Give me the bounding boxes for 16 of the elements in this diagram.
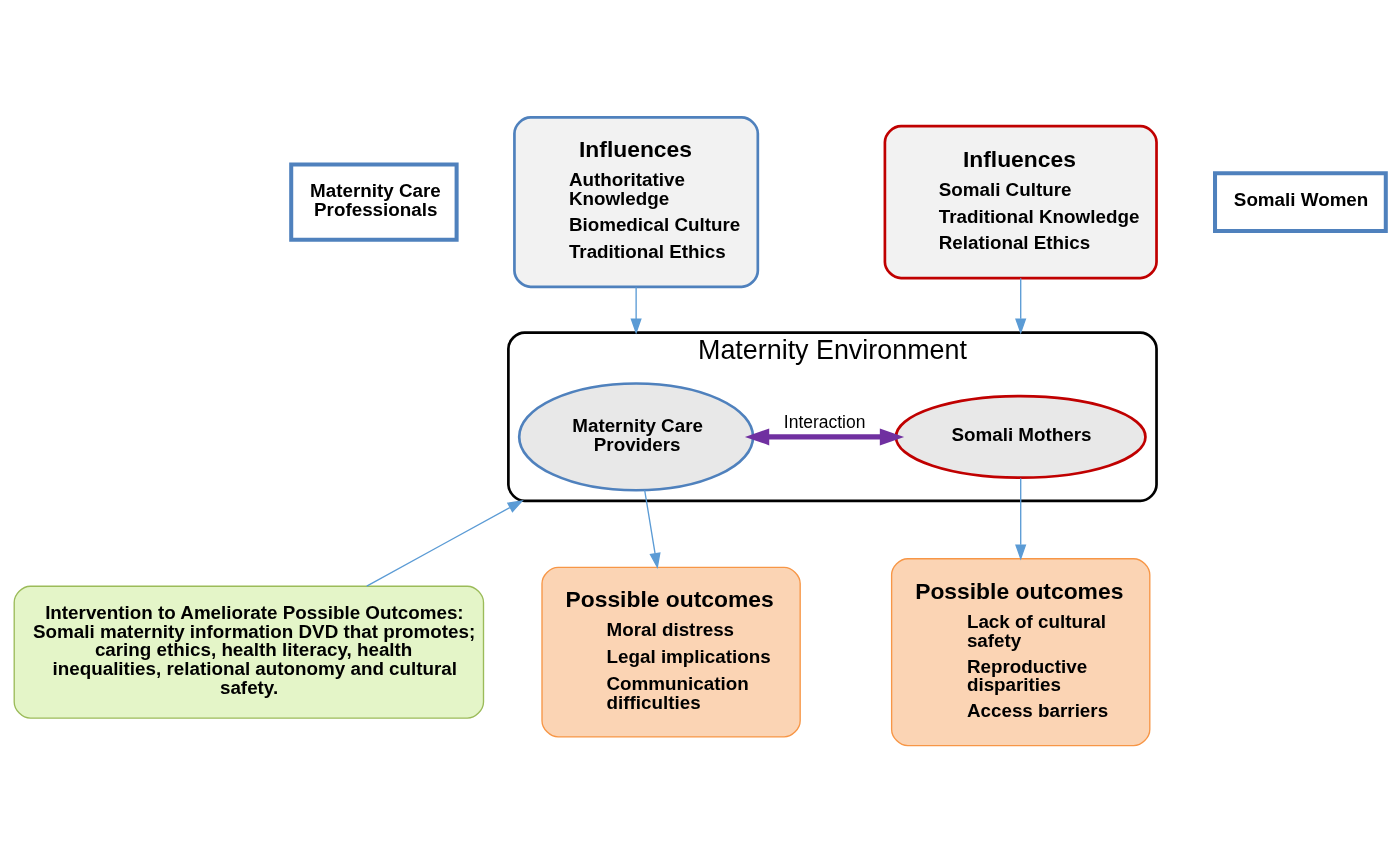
node-box: Possible outcomes Moral distress Legal implications Communication difficulties [541, 566, 801, 738]
arrow [366, 499, 524, 587]
arrow [744, 428, 905, 446]
node-box: Influences Authoritative Knowledge Biomedical Culture Traditional Ethics [513, 116, 760, 289]
arrow [1015, 477, 1027, 561]
node-box: Maternity Care Professionals [289, 162, 459, 242]
arrow [1015, 277, 1027, 335]
node-ellipse: Somali Mothers [894, 394, 1147, 479]
node-box: Possible outcomes Lack of cultural safety Reproductive disparities Access barriers [890, 558, 1151, 747]
arrow [630, 286, 642, 335]
arrow [644, 489, 661, 570]
node-box: Influences Somali Culture Traditional Knowledge Relational Ethics [883, 124, 1158, 280]
node-box: Intervention to Ameliorate Possible Outcomes: Somali maternity information DVD that promotes; caring ethics, health literacy, health inequalities, relational autonomy and cultural safety. [13, 585, 485, 719]
edge-label: Interaction [783, 412, 866, 432]
node-box: Somali Women [1213, 171, 1388, 234]
node-ellipse: Maternity Care Providers [517, 382, 755, 492]
